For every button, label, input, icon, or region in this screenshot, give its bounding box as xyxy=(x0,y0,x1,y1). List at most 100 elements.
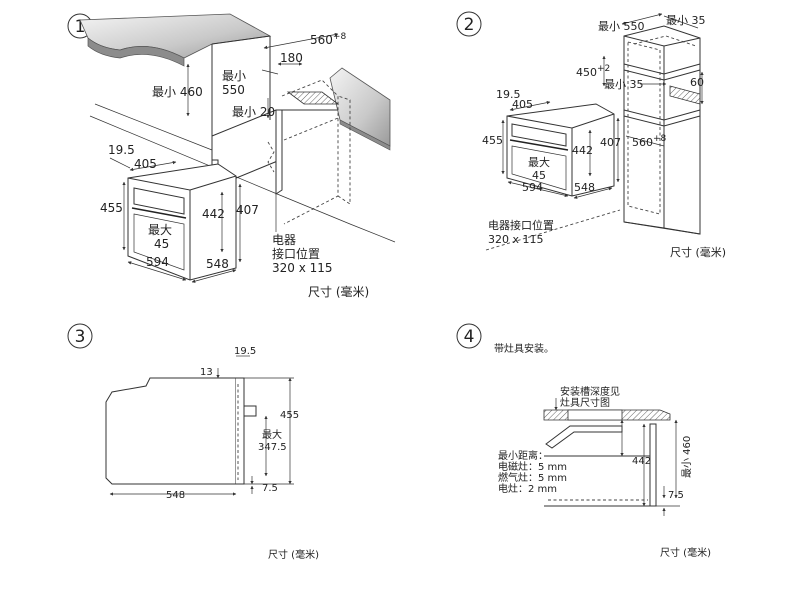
dim-min550-label: 最小 xyxy=(222,69,246,83)
dim-442: 442 xyxy=(632,456,651,467)
dim-548: 548 xyxy=(206,257,229,271)
oven-handle xyxy=(244,405,257,417)
oven-body xyxy=(127,163,237,281)
oven-top-right-edge xyxy=(571,113,615,129)
dim-19-5: 19.5 xyxy=(234,346,256,357)
dim-180: 180 xyxy=(280,51,303,65)
panel-number-circle xyxy=(456,11,482,37)
worktop-edge xyxy=(87,37,185,67)
oven-body xyxy=(506,103,615,197)
power-connection-area xyxy=(286,91,340,105)
worktop-right-edge xyxy=(339,119,391,151)
panel-number-circle xyxy=(456,323,482,349)
dist-gas: 燃气灶：5 mm xyxy=(498,471,567,484)
niche-mid-line xyxy=(283,117,339,141)
tall-shelf-1b xyxy=(623,69,701,81)
panel-number: 2 xyxy=(464,15,475,35)
dim-19-5: 19.5 xyxy=(108,143,135,157)
dim-560: 560+8 xyxy=(310,32,346,47)
dim-min35-top: 最小 35 xyxy=(666,14,706,27)
dim-455: 455 xyxy=(100,201,123,215)
dim-442: 442 xyxy=(572,144,593,157)
dim-455: 455 xyxy=(280,410,299,421)
tall-cabinet-base xyxy=(623,221,701,235)
dim-line-min550 xyxy=(621,13,663,25)
dim-548: 548 xyxy=(166,490,185,501)
conn-label-line1: 电器接口位置 xyxy=(488,218,554,232)
panel-number: 3 xyxy=(75,327,86,347)
dim-max45-value: 45 xyxy=(154,237,169,251)
panel-title: 带灶具安装。 xyxy=(494,342,554,355)
dim-line-594 xyxy=(127,261,187,281)
floor-line-front xyxy=(89,115,396,243)
oven-front-edge xyxy=(506,115,573,196)
dim-560: 560+8 xyxy=(632,134,667,149)
cabinet-top-edge xyxy=(211,35,271,45)
dim-min460: 最小 460 xyxy=(152,85,203,99)
note-line2: 灶具尺寸图 xyxy=(560,396,610,409)
tall-shelf-2b xyxy=(623,115,701,127)
tall-cabinet-outline xyxy=(623,25,701,235)
dim-450: 450+2 xyxy=(576,64,610,79)
dim-line-405 xyxy=(509,100,551,112)
panel-4: 4 带灶具安装。 安装槽深度见 灶具尺寸图 最小距离： 电磁灶：5 mm 燃气灶… xyxy=(456,323,711,559)
dim-548: 548 xyxy=(574,181,595,194)
dim-min35-mid: 最小 35 xyxy=(604,78,644,91)
dist-induction: 电磁灶：5 mm xyxy=(498,460,567,473)
unit-label: 尺寸 (毫米) xyxy=(660,546,711,559)
dim-min460: 最小 460 xyxy=(681,436,693,478)
floor-line-back xyxy=(94,103,213,151)
oven-control-panel xyxy=(133,187,185,215)
dim-407: 407 xyxy=(236,203,259,217)
niche-outline xyxy=(281,79,351,225)
dim-line-min550 xyxy=(261,69,279,75)
dim-line-19-5 xyxy=(109,157,131,169)
panel-3: 3 19.5 13 455 最大 347.5 548 7.5 尺寸 (毫米) xyxy=(67,323,319,561)
dim-min550-value: 550 xyxy=(222,83,245,97)
dim-594: 594 xyxy=(146,255,169,269)
dim-line-min35-top xyxy=(663,15,699,29)
cabinet-right-panel xyxy=(275,109,283,195)
dim-line-594 xyxy=(507,181,569,197)
conn-label-line2: 接口位置 xyxy=(272,246,320,261)
dim-line-548 xyxy=(191,269,237,283)
cable-path xyxy=(267,141,275,173)
dim-405: 405 xyxy=(512,98,533,111)
conn-label-line2: 320 x 115 xyxy=(488,233,544,246)
unit-label: 尺寸 (毫米) xyxy=(670,245,726,259)
dim-19-5: 19.5 xyxy=(496,88,521,101)
tall-cabinet-inner xyxy=(627,41,661,215)
dim-max-label: 最大 xyxy=(262,428,282,441)
unit-label: 尺寸 (毫米) xyxy=(268,548,319,561)
oven-front-panel xyxy=(236,377,245,485)
oven-door-handle xyxy=(509,139,569,151)
dim-7-5: 7.5 xyxy=(668,490,684,501)
panel-number-circle xyxy=(67,323,93,349)
note-line1: 安装槽深度见 xyxy=(560,385,620,398)
oven-control-panel xyxy=(511,123,567,147)
oven-door-handle xyxy=(131,207,187,219)
tall-shelf-1 xyxy=(623,63,701,75)
dim-line-405 xyxy=(129,160,177,172)
dim-60: 60 xyxy=(690,76,704,89)
dist-electric: 电灶：2 mm xyxy=(498,482,557,495)
hob-cutout xyxy=(567,409,623,421)
dim-max45-label: 最大 xyxy=(528,155,550,169)
dist-title: 最小距离： xyxy=(498,449,548,462)
conn-label-line1: 电器 xyxy=(272,233,296,247)
panel-2: 2 最小 550 最小 35 450+2 最小 35 60 19.5 xyxy=(456,11,726,259)
conn-leader xyxy=(485,209,621,251)
tall-cabinet-top xyxy=(623,35,701,47)
dim-max45-label: 最大 xyxy=(148,223,172,237)
dim-max45-value: 45 xyxy=(532,169,546,182)
dim-line-548 xyxy=(573,187,613,199)
conn-label-line3: 320 x 115 xyxy=(272,261,333,275)
dim-442: 442 xyxy=(202,207,225,221)
hob-body xyxy=(545,425,623,449)
dim-min20: 最小 20 xyxy=(232,105,275,119)
dim-min550: 最小 550 xyxy=(598,20,645,33)
unit-label: 尺寸 (毫米) xyxy=(308,284,369,299)
dim-407: 407 xyxy=(600,136,621,149)
panel-1: 1 560+8 180 xyxy=(67,13,396,299)
